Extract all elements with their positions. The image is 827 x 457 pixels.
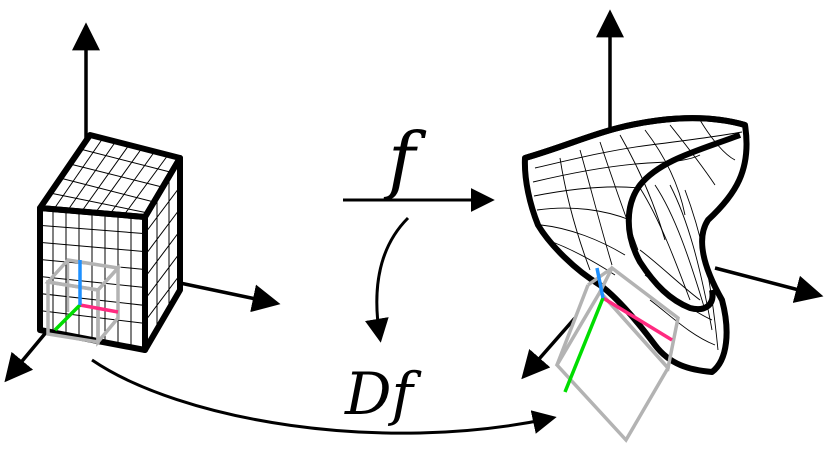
domain-axis-right (179, 281, 281, 313)
map-label: f (383, 117, 427, 203)
domain-axes (4, 22, 281, 383)
codomain-basis-z (595, 267, 605, 299)
derivative-label: Df (344, 360, 423, 428)
codomain-basis-y (563, 297, 605, 393)
cube-top-grid (49, 137, 171, 216)
codomain-axis-right (714, 266, 824, 303)
codomain-axis-left (521, 316, 577, 380)
cube-outline-side (142, 155, 183, 353)
codomain-basis-x (602, 296, 673, 342)
derivative-arrow-down (365, 216, 410, 343)
domain-basis-y (53, 303, 82, 332)
codomain-axes (521, 9, 824, 380)
codomain-tangent-frame (554, 265, 680, 443)
deformed-top-edge (524, 115, 746, 161)
deformed-inner-edge (625, 132, 742, 312)
deformed-shape (521, 115, 750, 375)
domain-cube (37, 132, 183, 353)
domain-axis-left (4, 328, 50, 383)
cube-top-face (40, 135, 180, 217)
domain-tangent-frame (44, 258, 122, 347)
derivative-arrow-curve (91, 358, 557, 435)
domain-basis-x (79, 303, 119, 314)
